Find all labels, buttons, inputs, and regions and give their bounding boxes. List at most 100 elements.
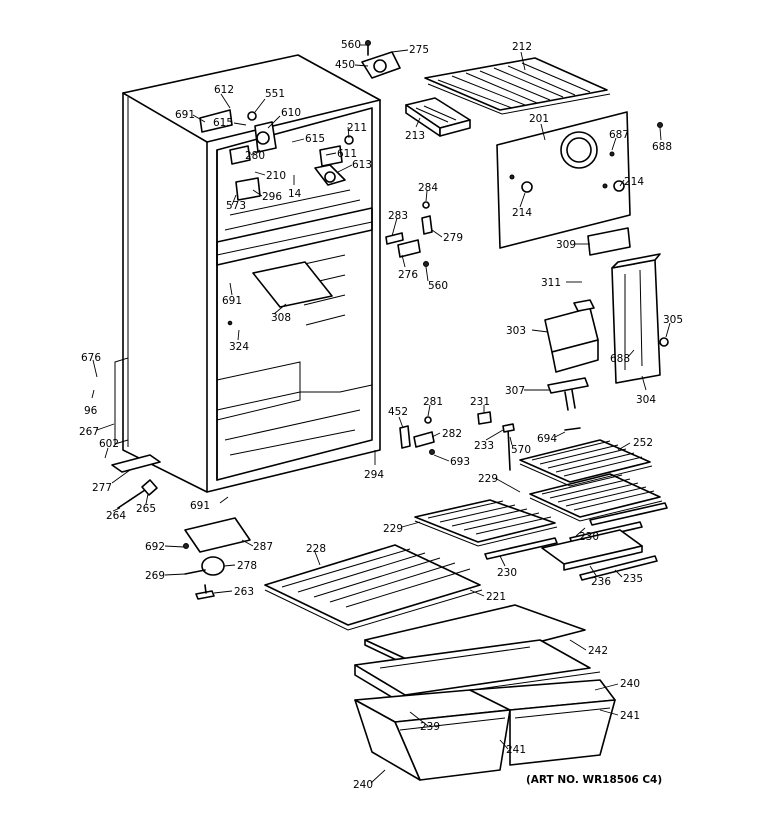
ice-bin-213 — [405, 97, 471, 137]
label-688-mid: 688 — [610, 353, 630, 365]
label-230-right: 230 — [579, 531, 599, 543]
label-687: 687 — [609, 129, 629, 141]
shelf-252 — [519, 439, 653, 487]
label-228: 228 — [306, 543, 326, 555]
label-573: 573 — [226, 200, 246, 212]
label-303: 303 — [506, 325, 526, 337]
label-214-left: 214 — [512, 207, 532, 219]
label-229-right: 229 — [478, 473, 498, 485]
leader-lines — [91, 44, 671, 784]
parts-left-bottom — [117, 479, 251, 600]
label-688-top: 688 — [652, 141, 672, 153]
label-230-left: 230 — [497, 567, 517, 579]
label-611: 611 — [337, 148, 357, 160]
drawer-240-left — [354, 689, 511, 781]
label-283: 283 — [388, 210, 408, 222]
label-694: 694 — [537, 433, 557, 445]
shelf-229-right — [529, 473, 663, 522]
label-229-left: 229 — [383, 523, 403, 535]
label-691-bottom: 691 — [190, 500, 210, 512]
air-duct-304 — [611, 253, 661, 384]
label-239: 239 — [420, 721, 440, 733]
label-287: 287 — [253, 541, 273, 553]
label-612: 612 — [214, 84, 234, 96]
label-309 — [587, 227, 631, 256]
label-233: 233 — [474, 440, 494, 452]
cabinet — [111, 54, 381, 493]
label-309: 309 — [556, 239, 576, 251]
label-324: 324 — [229, 341, 249, 353]
label-304: 304 — [636, 394, 656, 406]
fan-screws — [385, 122, 663, 267]
label-452: 452 — [388, 406, 408, 418]
label-296: 296 — [262, 191, 282, 203]
label-221: 221 — [486, 591, 506, 603]
label-278: 278 — [237, 560, 257, 572]
label-96: 96 — [84, 405, 98, 417]
label-14: 14 — [288, 188, 302, 200]
bracket-307 — [547, 377, 589, 411]
label-691-top: 691 — [175, 109, 195, 121]
label-676: 676 — [81, 352, 101, 364]
ice-tray-shelf-212 — [424, 57, 611, 115]
label-311: 311 — [541, 277, 561, 289]
label-265: 265 — [136, 503, 156, 515]
crisper-frame — [354, 639, 601, 706]
label-264: 264 — [106, 510, 126, 522]
label-307: 307 — [505, 385, 525, 397]
label-691-mid: 691 — [222, 295, 242, 307]
art-number: (ART NO. WR18506 C4) — [526, 774, 662, 786]
label-602: 602 — [99, 438, 119, 450]
shelf-228 — [264, 544, 483, 631]
damper-303 — [544, 299, 599, 373]
label-615-left: 615 — [213, 117, 233, 129]
label-560-mid: 560 — [428, 280, 448, 292]
label-240-left: 240 — [353, 779, 373, 791]
small-parts-middle — [227, 320, 581, 471]
label-231: 231 — [470, 396, 490, 408]
label-294: 294 — [364, 469, 384, 481]
label-242: 242 — [588, 645, 608, 657]
label-211: 211 — [347, 122, 367, 134]
label-214-right: 214 — [624, 176, 644, 188]
label-615-right: 615 — [305, 133, 325, 145]
part-labels: 560 275 450 212 612 551 610 691 615 615 … — [79, 39, 683, 791]
label-267: 267 — [79, 426, 99, 438]
thermostat-275 — [361, 40, 401, 79]
label-252: 252 — [633, 437, 653, 449]
label-269: 269 — [145, 570, 165, 582]
label-551: 551 — [265, 88, 285, 100]
shelf-229-left — [414, 499, 558, 547]
label-282: 282 — [442, 428, 462, 440]
label-308: 308 — [271, 312, 291, 324]
rail-235 — [579, 555, 658, 581]
label-276: 276 — [398, 269, 418, 281]
label-213: 213 — [405, 130, 425, 142]
label-240-right: 240 — [620, 678, 640, 690]
label-305: 305 — [663, 314, 683, 326]
label-212: 212 — [512, 41, 532, 53]
label-263: 263 — [234, 586, 254, 598]
label-610: 610 — [281, 107, 301, 119]
label-236: 236 — [591, 576, 611, 588]
label-275: 275 — [409, 44, 429, 56]
evaporator-cover-201 — [496, 111, 631, 249]
label-560-top: 560 — [341, 39, 361, 51]
label-692: 692 — [145, 541, 165, 553]
label-450: 450 — [335, 59, 355, 71]
drawer-240-right — [469, 679, 616, 766]
label-570: 570 — [511, 444, 531, 456]
label-210: 210 — [266, 170, 286, 182]
label-284: 284 — [418, 182, 438, 194]
label-277: 277 — [92, 482, 112, 494]
label-235: 235 — [623, 573, 643, 585]
label-280: 280 — [245, 150, 265, 162]
label-241-right: 241 — [620, 710, 640, 722]
label-279: 279 — [443, 232, 463, 244]
label-613: 613 — [352, 159, 372, 171]
label-241-left: 241 — [506, 744, 526, 756]
tray-236 — [541, 529, 643, 571]
label-201: 201 — [529, 113, 549, 125]
plug-305 — [659, 337, 669, 347]
